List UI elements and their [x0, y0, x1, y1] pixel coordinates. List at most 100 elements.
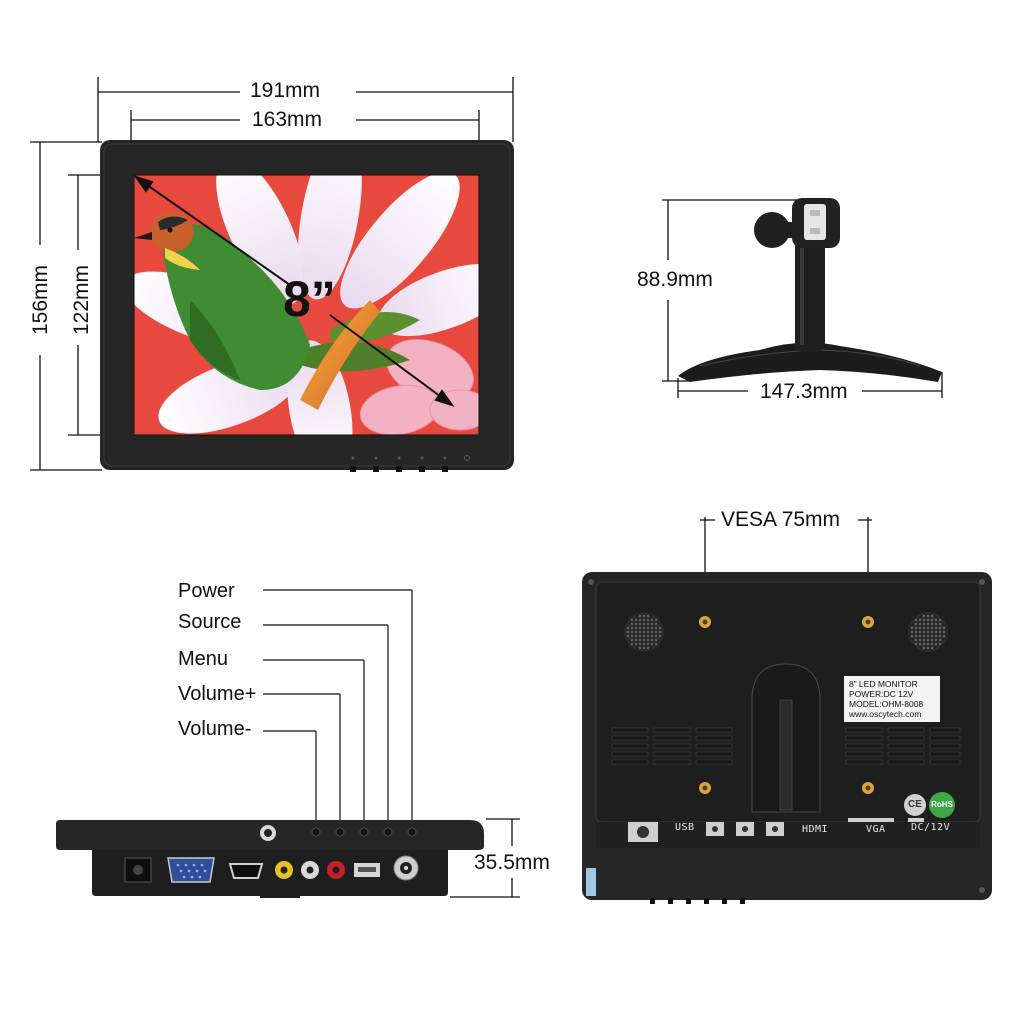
- speaker-grill-dot: [646, 618, 650, 622]
- speaker-grill-dot: [634, 622, 638, 626]
- rear-label-line3: MODEL:OHM-8008: [849, 699, 924, 709]
- speaker-grill-dot: [646, 646, 650, 650]
- speaker-grill-dot: [654, 626, 658, 630]
- rohs-mark-icon: RoHS: [929, 792, 955, 818]
- screen-width-label: 163mm: [252, 108, 323, 131]
- speaker-grill-dot: [926, 614, 930, 618]
- speaker-grill-dot: [934, 642, 938, 646]
- speaker-grill-dot: [646, 630, 650, 634]
- speaker-grill-dot: [942, 634, 946, 638]
- depth-dimension-lines: [450, 818, 520, 898]
- speaker-grill-dot: [642, 634, 646, 638]
- rear-view-drawing: [582, 572, 992, 904]
- speaker-grill-dot: [642, 646, 646, 650]
- speaker-grill-dot: [638, 630, 642, 634]
- speaker-grill-dot: [638, 618, 642, 622]
- speaker-grill-dot: [922, 638, 926, 642]
- speaker-grill-dot: [650, 642, 654, 646]
- speaker-grill-dot: [918, 626, 922, 630]
- power-button-label: Power: [178, 580, 235, 602]
- speaker-grill-dot: [630, 618, 634, 622]
- speaker-grill-dot: [918, 630, 922, 634]
- speaker-grill-dot: [650, 622, 654, 626]
- speaker-grill-dot: [638, 622, 642, 626]
- speaker-grill-dot: [938, 634, 942, 638]
- speaker-grill-dot: [938, 626, 942, 630]
- speaker-grill-dot: [930, 622, 934, 626]
- speaker-grill-dot: [630, 630, 634, 634]
- speaker-grill-dot: [934, 618, 938, 622]
- speaker-grill-dot: [642, 618, 646, 622]
- speaker-grill-dot: [638, 626, 642, 630]
- speaker-grill-dot: [926, 622, 930, 626]
- speaker-grill-dot: [634, 630, 638, 634]
- speaker-grill-dot: [926, 642, 930, 646]
- speaker-grill-dot: [938, 622, 942, 626]
- button-leader-lines: [263, 589, 413, 826]
- speaker-grill-dot: [938, 618, 942, 622]
- speaker-grill-dot: [926, 638, 930, 642]
- diagonal-size-label: 8”: [283, 271, 336, 327]
- speaker-grill-dot: [646, 642, 650, 646]
- speaker-grill-dot: [930, 626, 934, 630]
- speaker-grill-dot: [938, 638, 942, 642]
- hdmi-port-label: HDMI: [802, 824, 829, 835]
- dc-port-label: DC/12V: [911, 822, 951, 833]
- speaker-grill-dot: [646, 638, 650, 642]
- speaker-grill-dot: [634, 634, 638, 638]
- speaker-grill-dot: [646, 614, 650, 618]
- speaker-grill-dot: [642, 642, 646, 646]
- speaker-grill-dot: [934, 630, 938, 634]
- speaker-grill-dot: [630, 642, 634, 646]
- speaker-grill-dot: [930, 638, 934, 642]
- speaker-grill-dot: [630, 634, 634, 638]
- speaker-grill-dot: [626, 626, 630, 630]
- speaker-grill-dot: [650, 618, 654, 622]
- speaker-grill-dot: [914, 638, 918, 642]
- speaker-grill-dot: [630, 626, 634, 630]
- stand-dimension-lines: [662, 199, 943, 398]
- volume-down-button-label: Volume-: [178, 718, 252, 740]
- speaker-grill-dot: [922, 614, 926, 618]
- speaker-grill-dot: [942, 630, 946, 634]
- vesa-label: VESA 75mm: [721, 508, 841, 531]
- speaker-grill-dot: [638, 642, 642, 646]
- speaker-grill-dot: [634, 642, 638, 646]
- speaker-grill-dot: [942, 626, 946, 630]
- stand-width-label: 147.3mm: [760, 380, 848, 403]
- speaker-grill-dot: [650, 634, 654, 638]
- volume-up-button-label: Volume+: [178, 683, 257, 705]
- speaker-grill-dot: [930, 618, 934, 622]
- speaker-grill-dot: [630, 638, 634, 642]
- speaker-grill-dot: [650, 626, 654, 630]
- rear-label-line1: 8” LED MONITOR: [849, 679, 918, 689]
- speaker-grill-dot: [654, 618, 658, 622]
- speaker-grill-dot: [930, 642, 934, 646]
- speaker-grill-dot: [634, 626, 638, 630]
- speaker-grill-dot: [910, 626, 914, 630]
- usb-port-label: USB: [675, 822, 695, 833]
- speaker-grill-dot: [930, 614, 934, 618]
- speaker-grill-dot: [934, 634, 938, 638]
- side-view-drawing: [56, 820, 484, 898]
- speaker-grill-dot: [930, 630, 934, 634]
- speaker-grill-dot: [658, 634, 662, 638]
- speaker-grill-dot: [918, 638, 922, 642]
- speaker-grill-dot: [914, 618, 918, 622]
- speaker-grill-dot: [926, 618, 930, 622]
- speaker-grill-dot: [658, 626, 662, 630]
- speaker-grill-dot: [922, 634, 926, 638]
- rear-product-label: 8” LED MONITOR POWER:DC 12V MODEL:OHM-80…: [844, 676, 940, 722]
- speaker-grill-dot: [922, 630, 926, 634]
- speaker-grill-dot: [654, 634, 658, 638]
- vga-port-label: VGA: [866, 824, 886, 835]
- speaker-grill-dot: [918, 622, 922, 626]
- speaker-grill-dot: [642, 638, 646, 642]
- rear-label-line4: www.oscytech.com: [849, 709, 922, 719]
- speaker-grill-dot: [922, 642, 926, 646]
- stand-drawing: [678, 198, 942, 382]
- speaker-grill-dot: [930, 634, 934, 638]
- rear-label-line2: POWER:DC 12V: [849, 689, 914, 699]
- stand-height-label: 88.9mm: [637, 268, 713, 291]
- speaker-grill-dot: [926, 626, 930, 630]
